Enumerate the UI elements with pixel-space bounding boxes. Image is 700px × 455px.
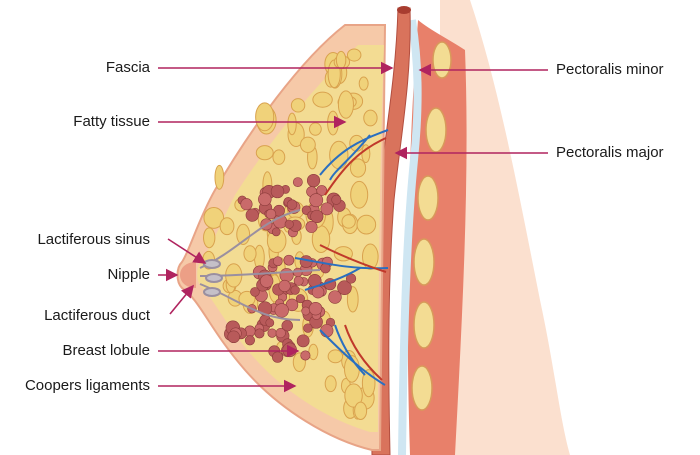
lobule-cell [282,342,297,358]
lobule-cell [245,208,259,222]
lobule-cell [244,335,255,346]
fat-globule [290,98,306,113]
lobule-cell [328,290,342,304]
lobule-cell [274,303,289,318]
lobule-cell [284,219,294,229]
fat-globules [202,48,379,420]
fat-globule [346,48,362,62]
lobule-cell [254,328,265,339]
fat-globule [349,158,367,178]
lobule-cell [279,268,294,283]
lobule-cell [270,184,285,199]
lobule-cell [259,274,274,288]
fat-globule [337,90,354,119]
label-lactiferous-sinus: Lactiferous sinus [37,231,150,248]
lobule-cell [283,254,295,266]
blood-vessels [294,129,389,386]
label-fascia: Fascia [105,59,150,76]
fat-globule [272,149,286,165]
lobule-cell [320,202,334,216]
ribs [411,41,452,411]
fat-globule [354,401,368,420]
lobule-cell [257,301,273,316]
label-breast-lobule: Breast lobule [62,342,150,359]
label-coopers-ligaments: Coopers ligaments [24,377,150,394]
fat-globule [203,206,225,229]
torso-skin [440,0,570,455]
fat-globule [363,109,378,127]
lobule-cell [295,294,305,304]
fat-globule [346,286,359,313]
fat-globule [350,180,369,209]
lobule-cell [227,330,240,344]
lobule-cell [301,306,311,316]
fat-globule [356,214,377,235]
lactiferous-ducts [199,209,321,321]
fat-globule [341,214,356,229]
fat-globule [299,136,316,154]
lobule-cell [337,280,352,295]
fat-globule [312,91,333,108]
fat-globule [214,164,225,190]
lobule-cell [278,279,291,292]
lobule-cell [292,177,303,188]
lobule-cell [286,199,298,210]
lobule-cell [271,227,281,237]
leader-arrows [158,61,548,393]
lobule-cell [303,323,313,333]
label-lactiferous-duct: Lactiferous duct [44,307,150,324]
lobule-cell [309,193,324,208]
pectoralis-minor [398,19,422,455]
lobule-cell [308,301,323,316]
lobule-cell [250,287,260,297]
fat-globule [203,227,216,249]
lobule-cell [320,324,334,338]
fat-globule [219,217,235,236]
nipple [180,262,196,288]
arrow-lactiferous-duct [169,284,195,315]
lobule-cell [267,328,277,338]
label-fatty-tissue: Fatty tissue [73,113,150,130]
lobule-cell [271,351,284,363]
lobule-cell [331,194,342,205]
lobule-cell [310,209,324,223]
fat-globule [327,349,344,364]
fat-globule [308,343,319,361]
fat-globule [324,375,337,393]
fat-globule [344,383,363,408]
lobule-cell [272,256,283,267]
fat-globule [243,245,257,262]
arrow-lactiferous-sinus [167,238,207,264]
lobule-cell [265,208,277,220]
lobule-cell [290,285,300,295]
fat-globule [358,76,369,91]
lobule-cell [265,318,275,328]
fat-globule [361,243,379,270]
lobule-cell [296,334,310,348]
label-nipple: Nipple [107,266,150,283]
fat-globule [327,110,339,136]
lobule-cell [305,220,318,233]
lobule-cell [306,173,321,188]
lobule-cell [300,350,311,361]
fat-globule [255,102,275,132]
label-pectoralis-minor: Pectoralis minor [556,61,664,78]
lobule-cell [275,328,286,339]
lobule-cell [240,198,253,211]
label-pectoralis-major: Pectoralis major [556,144,664,161]
lobule-cell [258,192,272,206]
fat-globule [308,122,322,136]
lobule-cell [293,275,304,286]
fat-globule [335,50,347,70]
fat-globule [255,145,274,161]
fat-globule [287,112,297,136]
